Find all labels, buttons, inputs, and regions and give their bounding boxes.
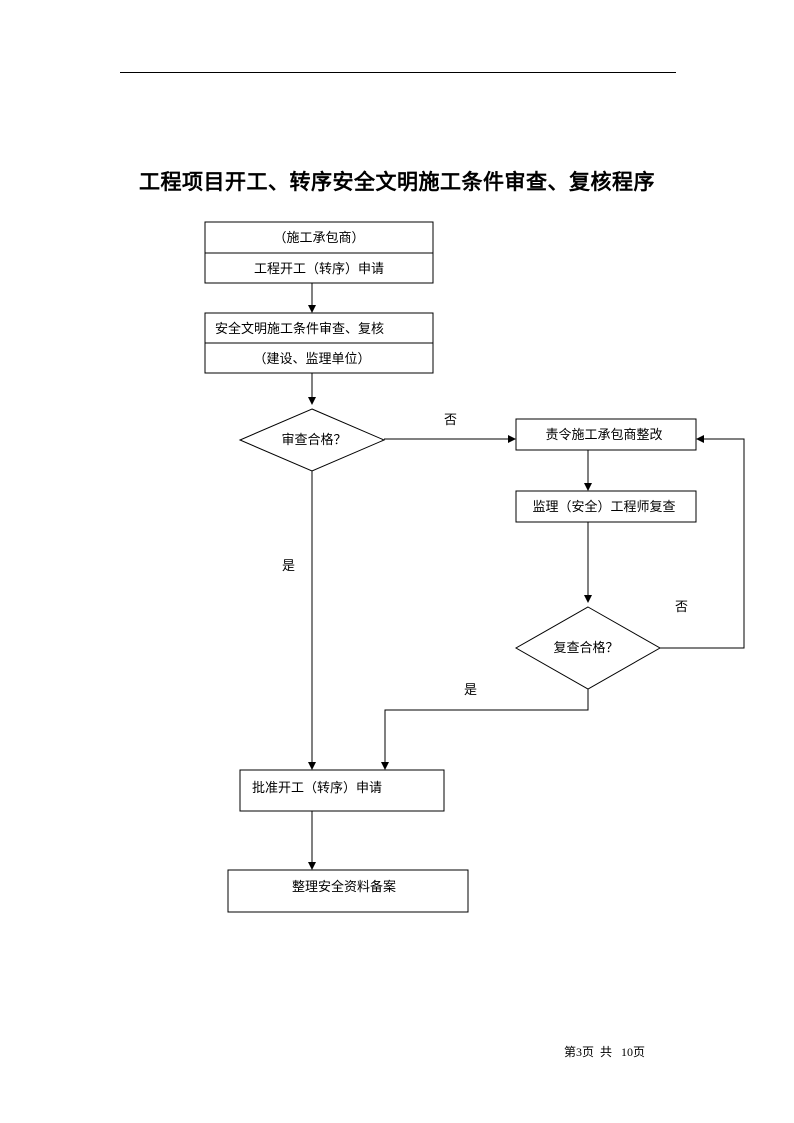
decision2-text: 复查合格？ [553,640,618,656]
no-label-2: 否 [675,600,688,615]
box-contractor-application: （施工承包商） 工程开工（转序）申请 [204,221,434,284]
arrow-decision2-yes [381,689,589,770]
box2-bottom-text: （建设、监理单位） [253,352,370,367]
decision1-text: 审查合格？ [281,432,346,448]
recheck-text: 监理（安全）工程师复查 [532,499,675,515]
box-safety-review: 安全文明施工条件审查、复核 （建设、监理单位） [204,312,434,374]
box1-bottom-text: 工程开工（转序）申请 [254,262,384,277]
header-rule [120,72,676,73]
rectify-text: 责令施工承包商整改 [545,428,662,443]
yes-label-2: 是 [464,683,477,698]
decision-recheck-pass: 复查合格？ [514,606,662,690]
box-recheck: 监理（安全）工程师复查 [515,490,697,523]
box2-top-text: 安全文明施工条件审查、复核 [215,321,384,337]
yes-label-1: 是 [282,559,295,574]
page-title: 工程项目开工、转序安全文明施工条件审查、复核程序 [139,170,655,194]
box1-top-text: （施工承包商） [273,231,364,246]
box-rectify: 责令施工承包商整改 [515,418,697,451]
decision-review-pass: 审查合格？ [238,408,386,472]
page-footer: 第3页 共 10页 [564,1045,646,1059]
box-archive: 整理安全资料备案 [227,869,469,913]
approve-text: 批准开工（转序）申请 [252,781,382,796]
box-approve: 批准开工（转序）申请 [239,769,445,812]
no-label-1: 否 [444,413,457,428]
archive-text: 整理安全资料备案 [292,879,396,895]
arrow-decision2-no-loop [660,435,745,649]
